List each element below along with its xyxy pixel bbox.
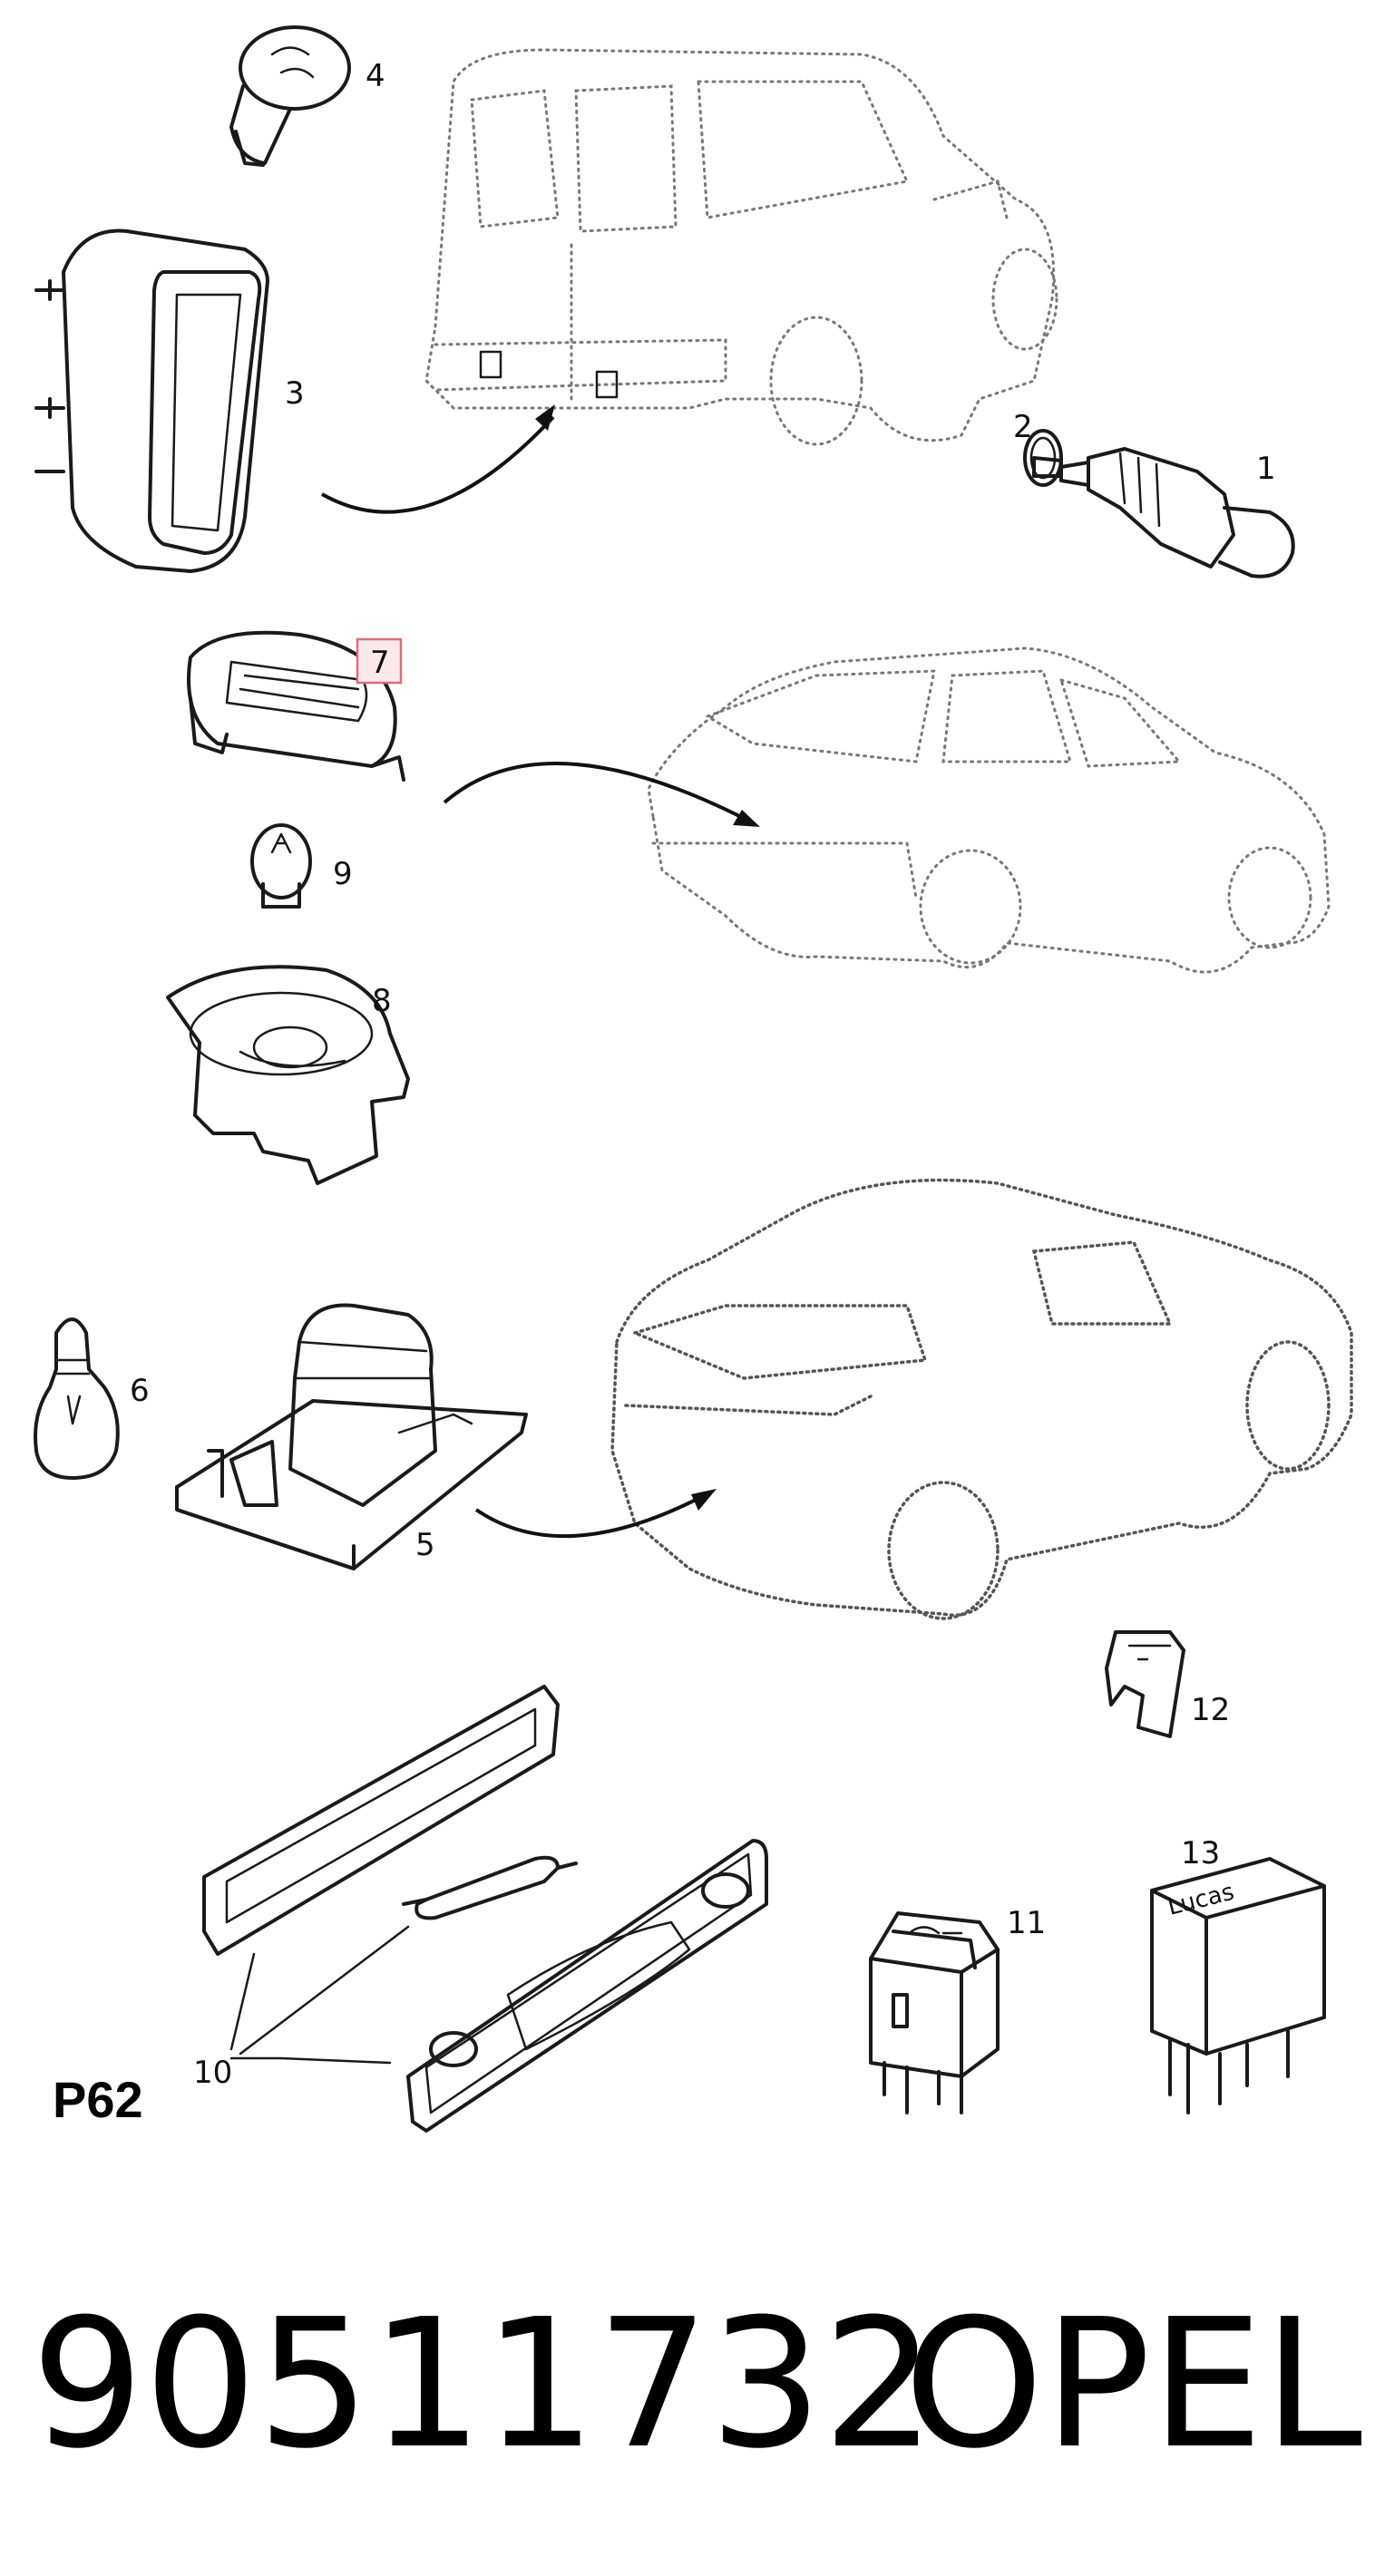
switch-part-1 (1032, 447, 1295, 578)
page-code: P62 (53, 2071, 143, 2128)
part-number: 90511732 (31, 2281, 936, 2488)
callout-8: 8 (372, 983, 392, 1019)
callout-7: 7 (370, 645, 390, 681)
callout-10: 10 (193, 2055, 232, 2091)
lamp-housing-part-3 (34, 228, 269, 573)
callout-13: 13 (1181, 1835, 1220, 1871)
callout-9: 9 (333, 856, 353, 892)
callout-1: 1 (1256, 451, 1276, 487)
callout-2: 2 (1013, 409, 1033, 445)
relay-part-11 (869, 1911, 1000, 2114)
van-illustration (321, 48, 1058, 514)
brand-name: OPEL (903, 2281, 1362, 2488)
callout-4: 4 (366, 58, 385, 94)
ring-part-2 (1023, 429, 1063, 487)
callout-12: 12 (1191, 1692, 1230, 1728)
bulb-part-4 (229, 25, 351, 167)
lamp-housing-part-8 (166, 965, 410, 1185)
clip-part-12 (1105, 1630, 1185, 1738)
sedan-illustration (474, 1178, 1353, 1620)
callout-5: 5 (415, 1527, 435, 1563)
callout-6: 6 (130, 1373, 150, 1409)
relay-part-13: Lucas (1150, 1857, 1326, 2114)
highlight-box-7 (356, 637, 403, 685)
callout-11: 11 (1007, 1905, 1046, 1941)
plate-light-part-10 (202, 1685, 768, 2133)
hatchback-illustration (443, 646, 1331, 974)
small-bulb-part-9 (250, 823, 312, 909)
bulb-part-6 (34, 1317, 120, 1480)
lamp-board-part-5 (175, 1303, 528, 1570)
callout-3: 3 (285, 375, 305, 412)
